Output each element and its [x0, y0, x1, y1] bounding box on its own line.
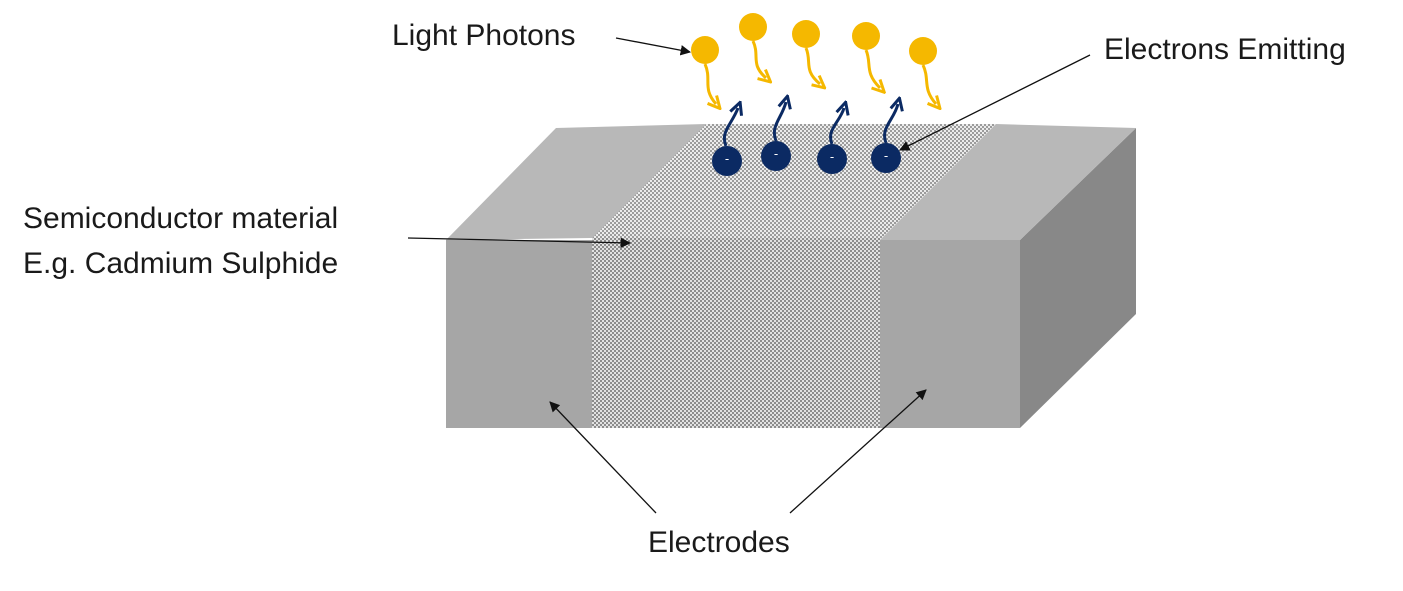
left-electrode-top	[446, 124, 706, 240]
left-electrode-leader-line	[549, 401, 657, 514]
semiconductor-front	[592, 238, 880, 428]
electron: -	[761, 102, 791, 171]
right-electrode-leader-line	[789, 389, 927, 514]
electron-charge: -	[884, 149, 888, 163]
right-electrode-top	[880, 124, 1136, 240]
electron: -	[712, 108, 742, 176]
electrodes-label: Electrodes	[648, 526, 790, 559]
photon-group	[691, 13, 937, 104]
photon	[909, 37, 937, 104]
photon	[792, 20, 820, 84]
electron-charge: -	[774, 147, 778, 161]
block-side-face	[1020, 128, 1136, 428]
electrons-leader-line	[899, 54, 1091, 151]
photon	[691, 36, 719, 104]
light-photons-label: Light Photons	[392, 19, 576, 52]
left-electrode-front	[446, 240, 592, 428]
electron-group: - - - -	[712, 102, 901, 176]
electron-charge: -	[830, 150, 834, 164]
photon	[739, 13, 767, 78]
electron-charge: -	[725, 152, 729, 166]
semiconductor-label-line1: Semiconductor material	[23, 202, 339, 235]
semiconductor-label-line2: E.g. Cadmium Sulphide	[23, 247, 339, 280]
photon	[852, 22, 880, 88]
electron: -	[817, 108, 847, 174]
electron: -	[871, 104, 901, 173]
photons-leader-line	[615, 37, 692, 56]
right-electrode-front	[880, 240, 1020, 428]
semiconductor-leader-line	[407, 237, 632, 248]
electrons-emitting-label: Electrons Emitting	[1104, 33, 1346, 66]
